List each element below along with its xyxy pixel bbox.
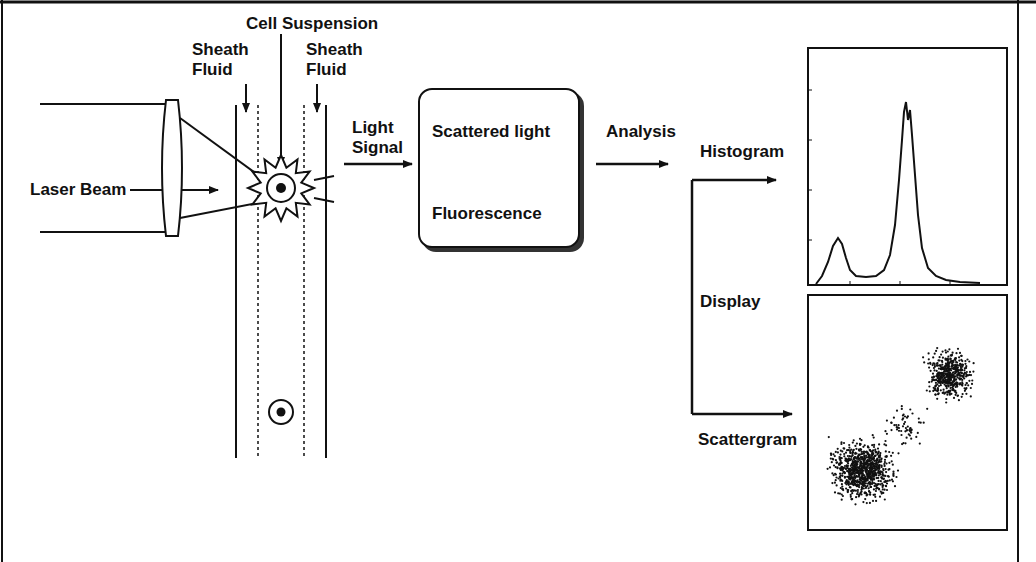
text-label: Histogram [700,142,790,162]
histogram-curve [816,102,980,284]
text-label: Display [700,292,780,312]
text-label: Laser Beam [30,180,130,200]
scatter-burst [248,155,314,221]
box-text: Fluorescence [432,204,542,224]
text-label: Light Signal [352,118,410,158]
text-label: Sheath Fluid [306,40,366,80]
histogram-panel [808,48,1007,285]
scatter-rays [314,176,334,202]
scatter-dots [827,347,975,505]
text-label: Cell Suspension [246,14,386,34]
laser-lens [40,100,262,236]
box-text: Scattered light [432,122,550,142]
cell [269,400,293,424]
detector-box: Scattered lightFluorescence [418,88,580,248]
cell [267,174,295,202]
text-label: Analysis [606,122,686,142]
frame-line [0,1,1036,4]
cell-nucleus [277,408,286,417]
text-label: Scattergram [698,430,804,450]
frame-line [1,0,3,562]
flow-channel [236,105,326,458]
cell-nucleus [276,183,286,193]
text-label: Sheath Fluid [192,40,252,80]
scattergram-panel [808,295,1007,530]
frame-line [1017,0,1019,562]
